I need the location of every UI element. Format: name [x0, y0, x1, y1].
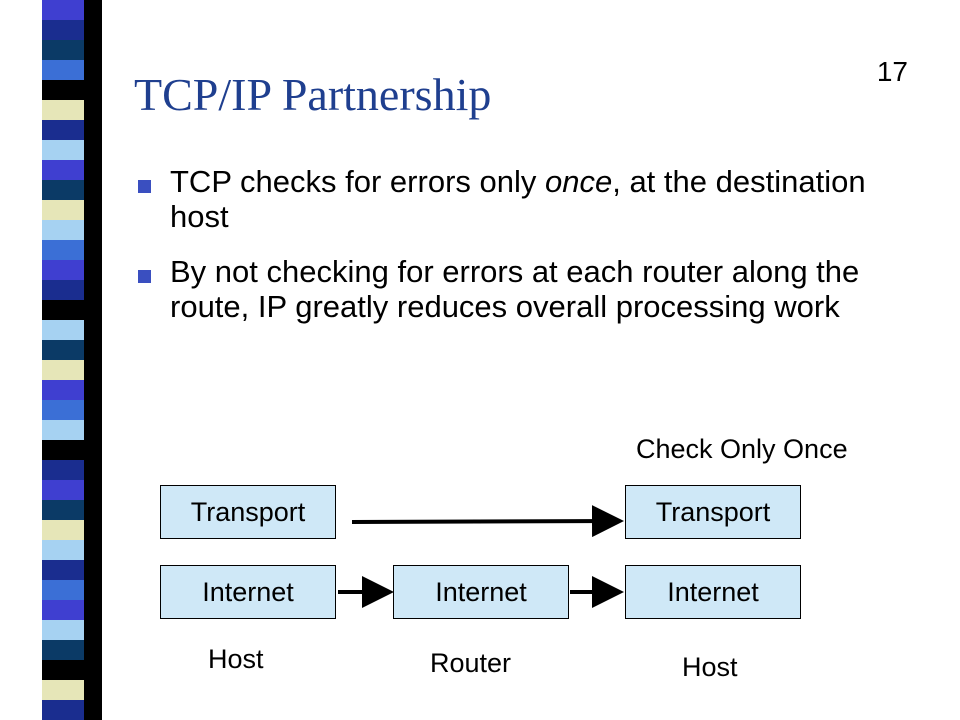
strip-block: [42, 60, 84, 80]
bullet-text-part: , at the destination host: [170, 164, 866, 235]
strip-block: [42, 660, 84, 680]
router-label: Router: [430, 648, 512, 678]
strip-block: [42, 520, 84, 540]
host-label-left: Host: [208, 644, 264, 674]
strip-block: [42, 380, 84, 400]
strip-block: [42, 580, 84, 600]
strip-block: [42, 100, 84, 120]
strip-block: [42, 500, 84, 520]
strip-block: [42, 120, 84, 140]
strip-block: [42, 440, 84, 460]
strip-block: [42, 680, 84, 700]
strip-block: [42, 360, 84, 380]
internet-layer-box-router: Internet: [393, 565, 569, 619]
strip-block: [42, 260, 84, 280]
strip-block: [42, 20, 84, 40]
strip-block: [42, 700, 84, 720]
square-bullet-icon: [138, 180, 151, 193]
bullet-text: TCP checks for errors only once, at the …: [170, 164, 866, 234]
strip-block: [42, 460, 84, 480]
strip-block: [42, 240, 84, 260]
strip-block: [42, 540, 84, 560]
host-label-right: Host: [682, 652, 738, 682]
strip-block: [42, 200, 84, 220]
bullet-text: By not checking for errors at each route…: [170, 254, 860, 325]
strip-block: [42, 600, 84, 620]
slide-number: 17: [876, 56, 908, 87]
decorative-side-strip: [0, 0, 110, 720]
strip-block: [42, 80, 84, 100]
strip-block: [42, 560, 84, 580]
bullet-text-emphasis: once: [544, 164, 613, 199]
transport-layer-box-right: Transport: [625, 485, 801, 539]
strip-block: [42, 140, 84, 160]
strip-block: [42, 620, 84, 640]
bullet-item: By not checking for errors at each route…: [132, 254, 892, 324]
strip-block: [42, 640, 84, 660]
strip-block: [42, 180, 84, 200]
internet-layer-box-right: Internet: [625, 565, 801, 619]
transport-arrow: [351, 505, 624, 538]
strip-block: [42, 160, 84, 180]
strip-edge: [84, 0, 102, 720]
square-bullet-icon: [138, 270, 151, 284]
bullet-list: TCP checks for errors only once, at the …: [132, 164, 892, 344]
strip-block: [42, 480, 84, 500]
check-only-once-label: Check Only Once: [636, 434, 848, 464]
slide-title: TCP/IP Partnership: [134, 69, 492, 120]
transport-layer-box-left: Transport: [160, 485, 336, 539]
strip-block: [42, 0, 84, 20]
bullet-item: TCP checks for errors only once, at the …: [132, 164, 892, 234]
strip-block: [42, 220, 84, 240]
strip-block: [42, 320, 84, 340]
strip-block: [42, 280, 84, 300]
bullet-text-part: TCP checks for errors only: [170, 164, 545, 199]
strip-block: [42, 340, 84, 360]
strip-block: [42, 400, 84, 420]
internet-layer-box-left: Internet: [160, 565, 336, 619]
strip-block: [42, 40, 84, 60]
strip-block: [42, 300, 84, 320]
strip-block: [42, 420, 84, 440]
